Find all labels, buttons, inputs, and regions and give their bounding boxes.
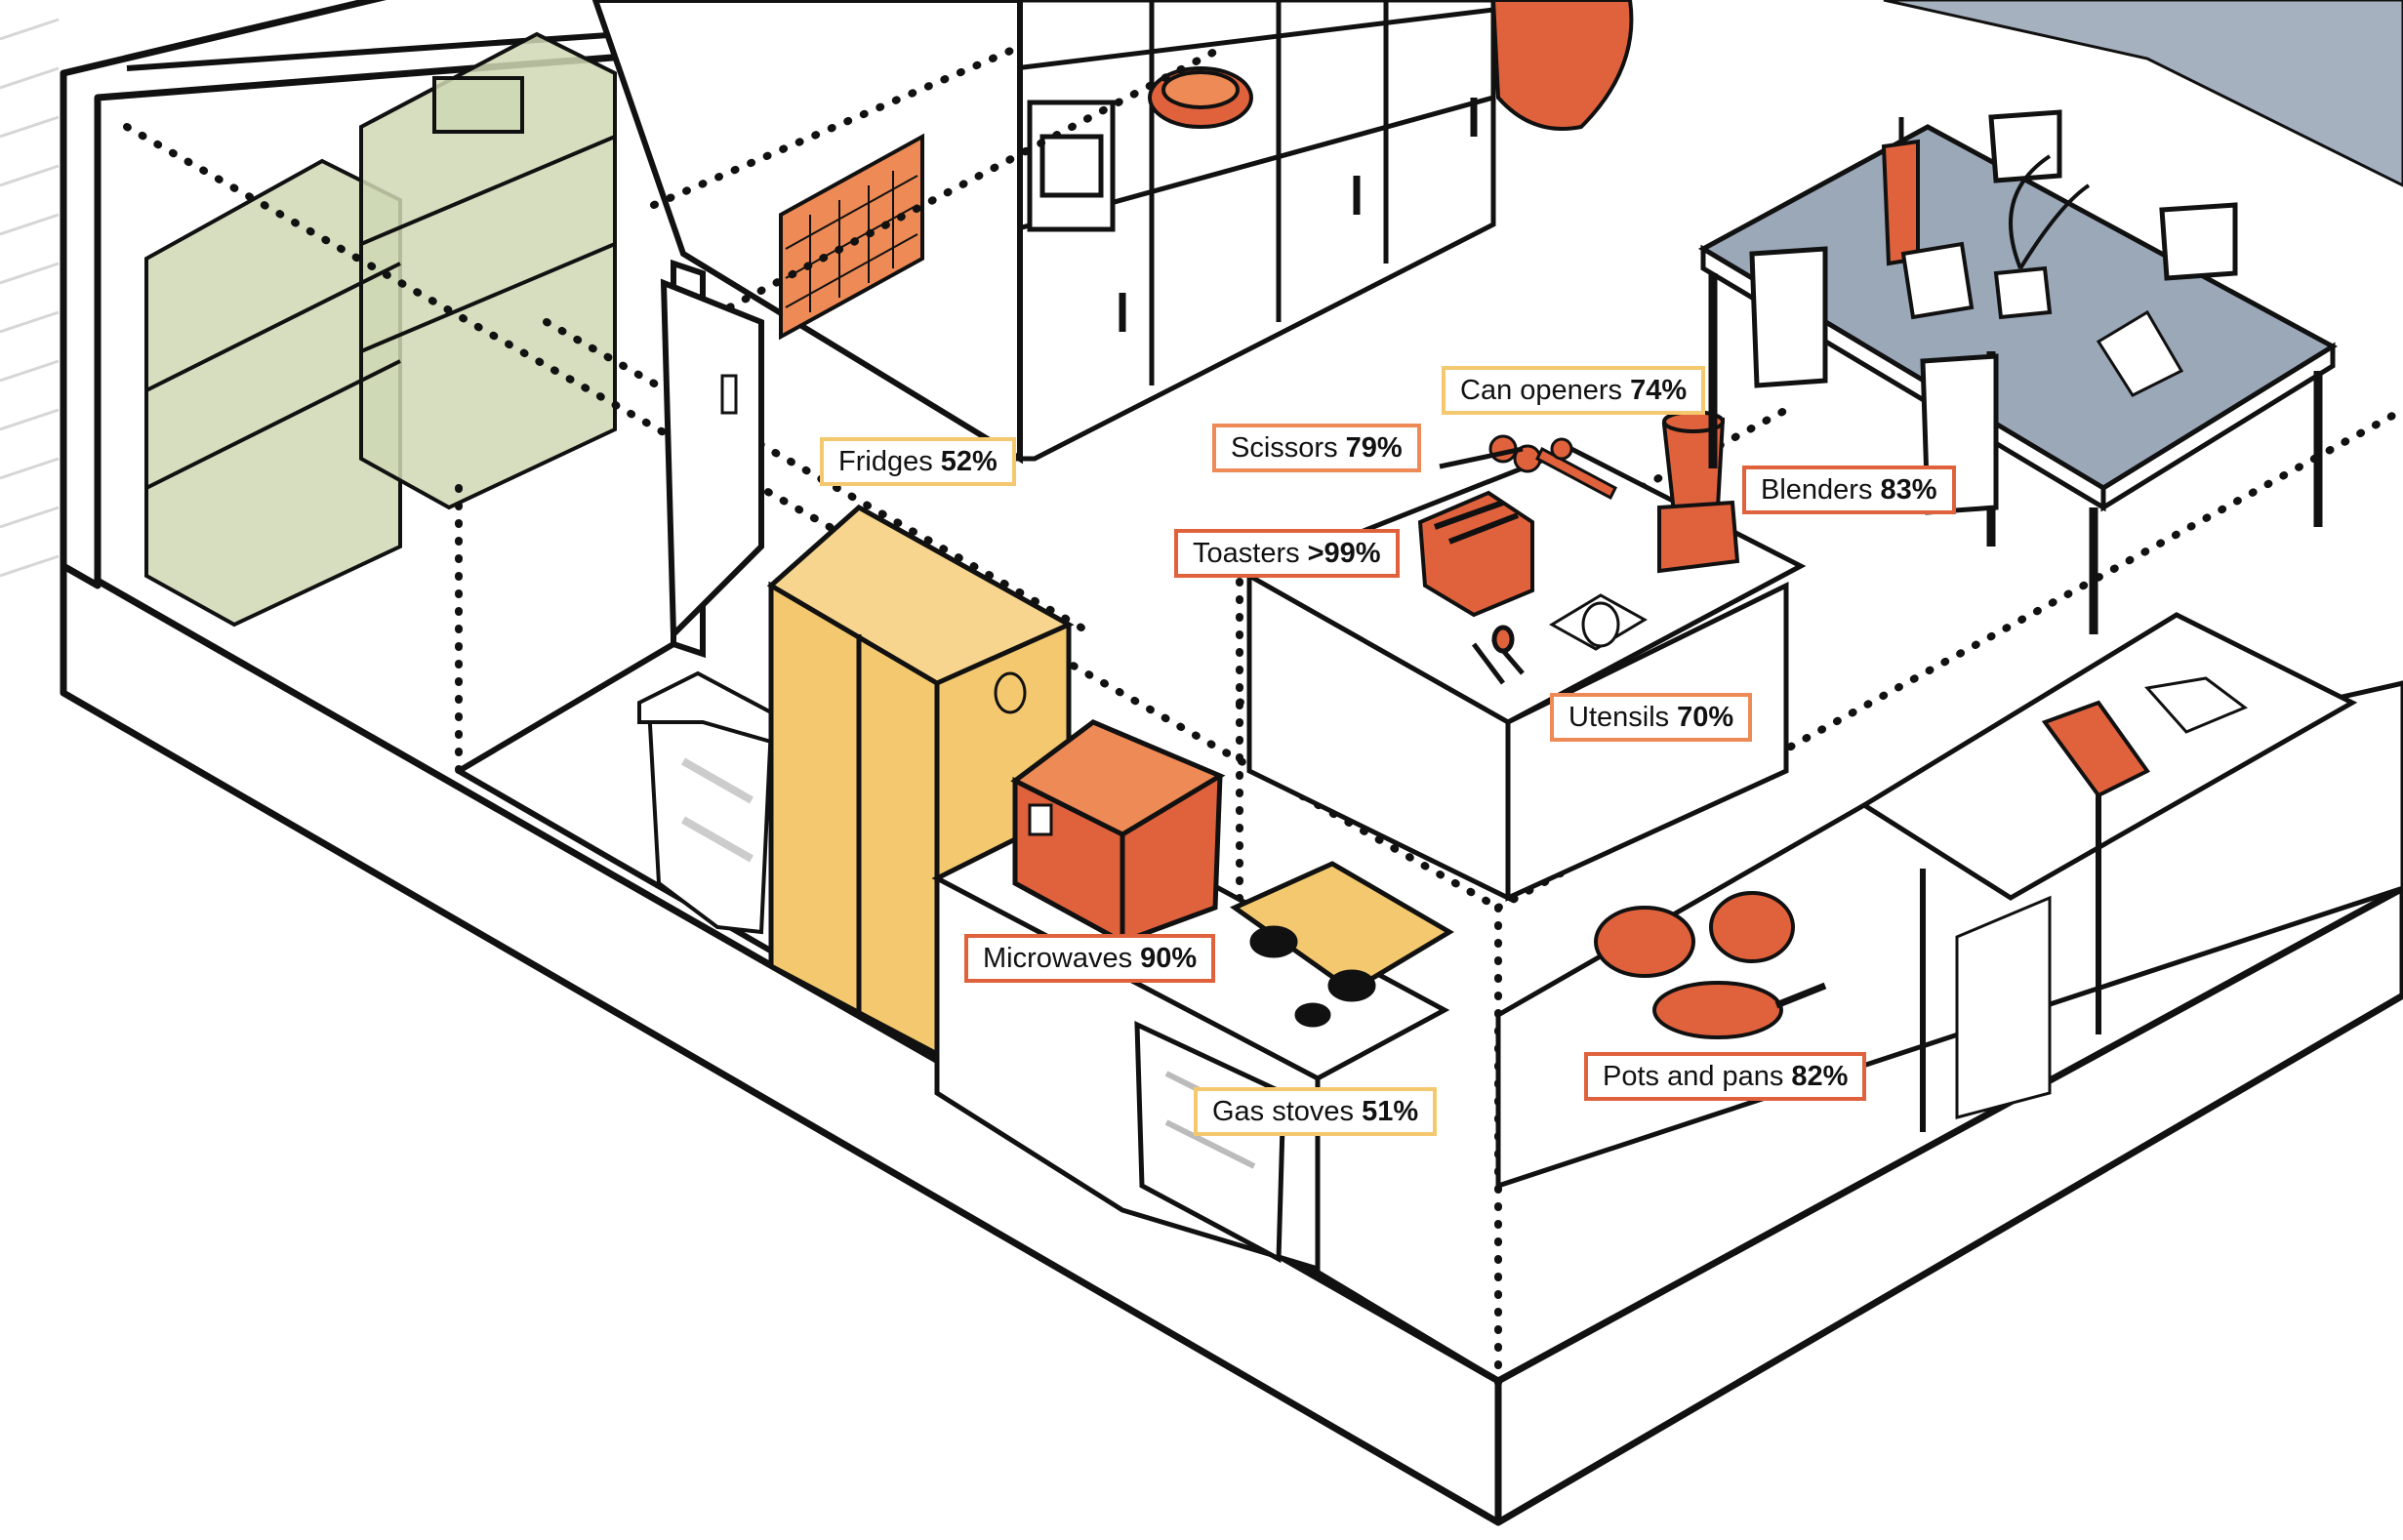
label-scissors-pct: 79% [1345, 432, 1403, 464]
label-fridges-name: Fridges [838, 446, 933, 477]
hallway-rug [1883, 0, 2403, 187]
back-cabinets [1012, 0, 1496, 462]
label-gas-stoves-pct: 51% [1362, 1096, 1419, 1127]
table-decor [1881, 117, 2184, 397]
label-pots-and-pans-pct: 82% [1791, 1061, 1849, 1092]
bowl [1148, 66, 1253, 129]
label-toasters-pct: >99% [1307, 538, 1381, 569]
label-microwaves-pct: 90% [1140, 943, 1198, 974]
label-utensils-name: Utensils [1568, 702, 1670, 733]
blender [1657, 410, 1740, 574]
label-toasters: Toasters>99% [1174, 529, 1400, 578]
knife-block [2041, 700, 2150, 798]
label-pots-and-pans-name: Pots and pans [1603, 1061, 1784, 1092]
cutting-board [2144, 676, 2248, 734]
pots-and-pans [1594, 891, 1827, 1039]
label-can-openers-pct: 74% [1630, 375, 1688, 406]
utensils [1472, 625, 1525, 685]
trash-bin [637, 670, 774, 935]
label-toasters-name: Toasters [1193, 538, 1300, 569]
label-scissors-name: Scissors [1231, 432, 1338, 464]
label-gas-stoves-name: Gas stoves [1212, 1096, 1355, 1127]
pantry-door [660, 278, 764, 642]
toaster [1417, 490, 1534, 618]
label-can-openers-name: Can openers [1460, 375, 1623, 406]
label-blenders-name: Blenders [1761, 474, 1873, 506]
storage-shelves [144, 31, 617, 628]
label-utensils-pct: 70% [1677, 702, 1734, 733]
label-blenders-pct: 83% [1880, 474, 1937, 506]
label-fridges-pct: 52% [940, 446, 998, 477]
label-microwaves-name: Microwaves [983, 943, 1133, 974]
vase-plant [1490, 0, 1634, 131]
left-edge-hatching [0, 18, 60, 578]
scissors-and-opener [1439, 434, 1617, 501]
